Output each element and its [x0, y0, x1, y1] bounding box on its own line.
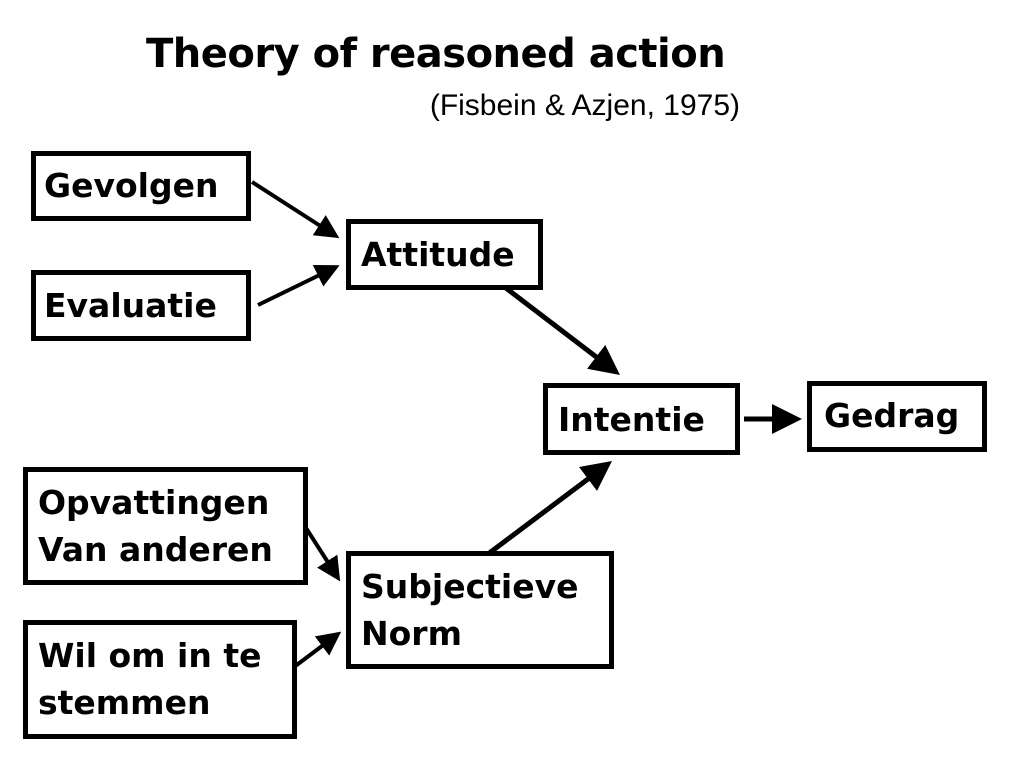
- arrow-gevolgen-to-attitude: [250, 180, 340, 239]
- diagram-subtitle: (Fisbein & Azjen, 1975): [429, 89, 740, 122]
- node-subjectieve-norm-label-line-2: Norm: [361, 614, 462, 653]
- node-opvattingen-label-line-1: Opvattingen: [38, 483, 270, 522]
- diagram-title: Theory of reasoned action: [146, 31, 726, 77]
- node-attitude-label: Attitude: [361, 235, 515, 274]
- node-subjectieve-norm-label-line-1: Subjectieve: [361, 567, 579, 606]
- arrow-evaluatie-to-attitude: [257, 264, 340, 307]
- node-attitude: Attitude: [346, 219, 543, 290]
- arrow-attitude-to-intentie: [496, 280, 620, 376]
- node-wil-om-in-te-stemmen: Wil om in te stemmen: [23, 620, 297, 739]
- node-evaluatie-label: Evaluatie: [44, 286, 217, 325]
- node-wil-om-label-line-1: Wil om in te: [38, 636, 262, 675]
- node-gedrag-label: Gedrag: [824, 396, 960, 435]
- arrow-wil-om-to-subjectieve-norm: [288, 631, 342, 672]
- node-wil-om-label-line-2: stemmen: [38, 683, 211, 722]
- node-subjectieve-norm: Subjectieve Norm: [346, 551, 614, 669]
- node-intentie-label: Intentie: [558, 400, 705, 439]
- node-gevolgen: Gevolgen: [31, 151, 251, 221]
- node-gevolgen-label: Gevolgen: [44, 166, 219, 205]
- arrow-subjectieve-norm-to-intentie: [478, 461, 612, 562]
- node-opvattingen: Opvattingen Van anderen: [23, 467, 308, 585]
- arrow-opvattingen-to-subjectieve-norm: [304, 526, 341, 582]
- node-opvattingen-label-line-2: Van anderen: [38, 530, 273, 569]
- node-evaluatie: Evaluatie: [31, 270, 251, 341]
- node-gedrag: Gedrag: [807, 381, 987, 452]
- node-intentie: Intentie: [543, 383, 740, 455]
